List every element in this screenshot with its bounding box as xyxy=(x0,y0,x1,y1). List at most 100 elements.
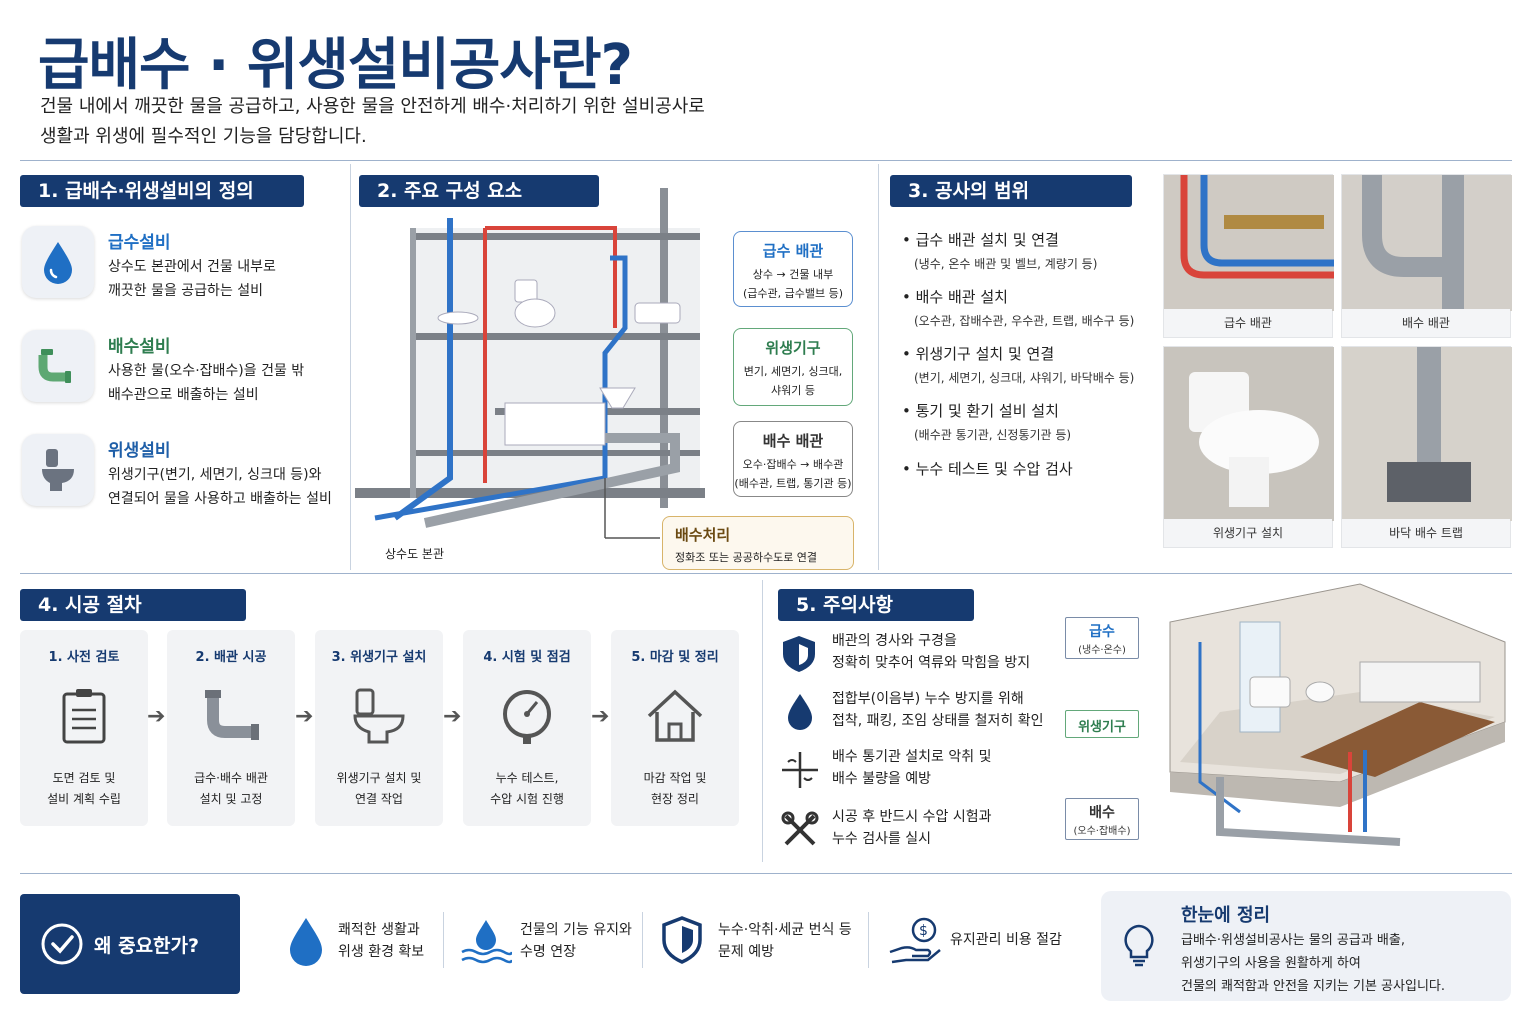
callout-text-line: (배수관, 트랩, 통기관 등) xyxy=(734,477,852,490)
definition-text-line: 위생기구(변기, 세면기, 싱크대 등)와 xyxy=(108,467,322,483)
page-subtitle: 건물 내에서 깨끗한 물을 공급하고, 사용한 물을 안전하게 배수·처리하기 … xyxy=(40,92,705,152)
arrow-right-icon: ➔ xyxy=(443,704,462,729)
why-item: 누수·악취·세균 번식 등 문제 예방 xyxy=(660,912,865,972)
why-text-line: 문제 예방 xyxy=(718,944,774,960)
definition-title: 위생설비 xyxy=(108,441,171,461)
why-text-line: 건물의 기능 유지와 xyxy=(520,922,632,938)
why-item: $ 유지관리 비용 절감 xyxy=(888,912,1083,972)
illustration-label-drain: 배수 (오수·잡배수) xyxy=(1065,798,1139,840)
why-text-line: 누수·악취·세균 번식 등 xyxy=(718,922,852,938)
step-title: 1. 사전 검토 xyxy=(48,650,120,665)
step-text-line: 설치 및 고정 xyxy=(199,792,263,806)
pressure-gauge-icon xyxy=(503,690,551,744)
subtitle-line-1: 건물 내에서 깨끗한 물을 공급하고, 사용한 물을 안전하게 배수·처리하기 … xyxy=(40,96,705,117)
callout-title: 배수 배관 xyxy=(762,432,824,450)
coin-hand-icon: $ xyxy=(889,917,941,964)
scope-item: • 통기 및 환기 설비 설치 (배수관 통기관, 신정통기관 등) xyxy=(902,400,1162,443)
bathroom-cutaway-illustration xyxy=(1169,583,1506,846)
summary-heading: 한눈에 정리 xyxy=(1181,905,1271,926)
page-title: 급배수 · 위생설비공사란? xyxy=(38,33,633,98)
label-title: 배수 xyxy=(1089,805,1115,821)
why-text-line: 위생 환경 확보 xyxy=(338,944,425,960)
svg-text:$: $ xyxy=(919,923,928,939)
section-divider xyxy=(878,164,879,570)
photo-floor-drain: 바닥 배수 트랩 xyxy=(1341,346,1512,548)
step-text-line: 누수 테스트, xyxy=(495,771,559,785)
callout-title: 위생기구 xyxy=(765,339,821,357)
scope-sub-text: (오수관, 잡배수관, 우수관, 트랩, 배수구 등) xyxy=(914,314,1135,328)
callout-supply-pipe: 급수 배관 상수 → 건물 내부 (급수관, 급수밸브 등) xyxy=(733,231,853,307)
why-text-line: 수명 연장 xyxy=(520,944,576,960)
photo-fixture-install: 위생기구 설치 xyxy=(1163,346,1334,548)
arrow-right-icon: ➔ xyxy=(147,704,166,729)
toilet-icon xyxy=(22,434,94,506)
shield-icon xyxy=(662,916,702,964)
callout-text-line: 상수 → 건물 내부 xyxy=(752,268,834,281)
procedure-step: 3. 위생기구 설치 위생기구 설치 및 연결 작업 xyxy=(315,630,443,826)
section-divider xyxy=(762,580,763,862)
callout-drain-treatment: 배수처리 정화조 또는 공공하수도로 연결 xyxy=(662,516,854,570)
caution-item: 배수 통기관 설치로 악취 및 배수 불량을 예방 xyxy=(778,746,1058,794)
procedure-step: 2. 배관 시공 급수·배수 배관 설치 및 고정 xyxy=(167,630,295,826)
pipe-icon xyxy=(205,690,259,740)
header-divider xyxy=(20,160,1512,161)
scope-sub-text: (변기, 세면기, 싱크대, 샤워기, 바닥배수 등) xyxy=(914,371,1135,385)
caution-item: 시공 후 반드시 수압 시험과 누수 검사를 실시 xyxy=(778,806,1058,854)
scope-item: • 배수 배관 설치 (오수관, 잡배수관, 우수관, 트랩, 배수구 등) xyxy=(902,286,1162,329)
summary-text-line: 건물의 쾌적함과 안전을 지키는 기본 공사입니다. xyxy=(1181,979,1445,994)
caution-text-line: 접합부(이음부) 누수 방지를 위해 xyxy=(832,691,1024,707)
water-drop-icon xyxy=(788,694,812,730)
definition-text-line: 배수관으로 배출하는 설비 xyxy=(108,387,259,403)
caution-text-line: 배관의 경사와 구경을 xyxy=(832,633,957,649)
label-title: 급수 xyxy=(1089,624,1115,640)
callout-fixtures: 위생기구 변기, 세면기, 싱크대, 샤워기 등 xyxy=(733,328,853,406)
why-divider xyxy=(868,912,869,968)
section-3-heading: 3. 공사의 범위 xyxy=(890,175,1132,207)
definition-text-line: 사용한 물(오수·잡배수)을 건물 밖 xyxy=(108,363,305,379)
step-title: 4. 시험 및 점검 xyxy=(483,650,571,665)
why-divider xyxy=(443,912,444,968)
callout-text-line: 샤워기 등 xyxy=(771,384,815,397)
step-text-line: 수압 시험 진행 xyxy=(490,792,564,806)
caution-text-line: 시공 후 반드시 수압 시험과 xyxy=(832,809,992,825)
subtitle-line-2: 생활과 위생에 필수적인 기능을 담당합니다. xyxy=(40,126,367,147)
why-item: 쾌적한 생활과 위생 환경 확보 xyxy=(288,912,438,972)
caution-item: 접합부(이음부) 누수 방지를 위해 접착, 패킹, 조임 상태를 철저히 확인 xyxy=(778,688,1058,736)
section-divider xyxy=(350,164,351,570)
procedure-step: 1. 사전 검토 도면 검토 및 설비 계획 수립 xyxy=(20,630,148,826)
scope-main-text: • 누수 테스트 및 수압 검사 xyxy=(902,460,1073,478)
definition-text-line: 연결되어 물을 사용하고 배출하는 설비 xyxy=(108,491,332,507)
summary-text-line: 급배수·위생설비공사는 물의 공급과 배출, xyxy=(1181,933,1405,948)
callout-title: 급수 배관 xyxy=(762,242,824,260)
why-text-line: 유지관리 비용 절감 xyxy=(950,932,1062,948)
why-heading: 왜 중요한가? xyxy=(94,935,200,957)
check-circle-icon xyxy=(41,923,83,965)
step-text-line: 현장 정리 xyxy=(651,792,699,806)
step-text-line: 마감 작업 및 xyxy=(643,771,707,785)
procedure-step: 5. 마감 및 정리 마감 작업 및 현장 정리 xyxy=(611,630,739,826)
why-item: 건물의 기능 유지와 수명 연장 xyxy=(460,912,635,972)
label-sub: (오수·잡배수) xyxy=(1073,826,1131,837)
illustration-label-fixtures: 위생기구 xyxy=(1065,710,1139,738)
clipboard-icon xyxy=(62,689,106,744)
section-2-heading: 2. 주요 구성 요소 xyxy=(359,175,599,207)
plumbing-diagram xyxy=(355,188,705,539)
photo-caption: 배수 배관 xyxy=(1342,309,1510,337)
summary-box: 한눈에 정리 급배수·위생설비공사는 물의 공급과 배출, 위생기구의 사용을 … xyxy=(1101,891,1511,1001)
summary-text-line: 위생기구의 사용을 원활하게 하여 xyxy=(1181,956,1361,971)
why-important-box: 왜 중요한가? xyxy=(20,894,240,994)
photo-caption: 바닥 배수 트랩 xyxy=(1342,519,1510,547)
caution-text-line: 배수 통기관 설치로 악취 및 xyxy=(832,749,992,765)
definition-text-line: 깨끗한 물을 공급하는 설비 xyxy=(108,283,264,299)
wrench-icon xyxy=(781,811,819,846)
water-wave-icon xyxy=(461,920,512,964)
shield-icon xyxy=(783,636,815,672)
callout-text-line: 변기, 세면기, 싱크대, xyxy=(743,365,843,378)
scope-main-text: • 통기 및 환기 설비 설치 xyxy=(902,402,1059,420)
why-text-line: 쾌적한 생활과 xyxy=(338,922,420,938)
scope-item: • 위생기구 설치 및 연결 (변기, 세면기, 싱크대, 샤워기, 바닥배수 … xyxy=(902,343,1162,386)
step-text-line: 도면 검토 및 xyxy=(52,771,116,785)
house-icon xyxy=(647,689,703,742)
scope-main-text: • 위생기구 설치 및 연결 xyxy=(902,345,1055,363)
section-4-heading: 4. 시공 절차 xyxy=(20,589,246,621)
